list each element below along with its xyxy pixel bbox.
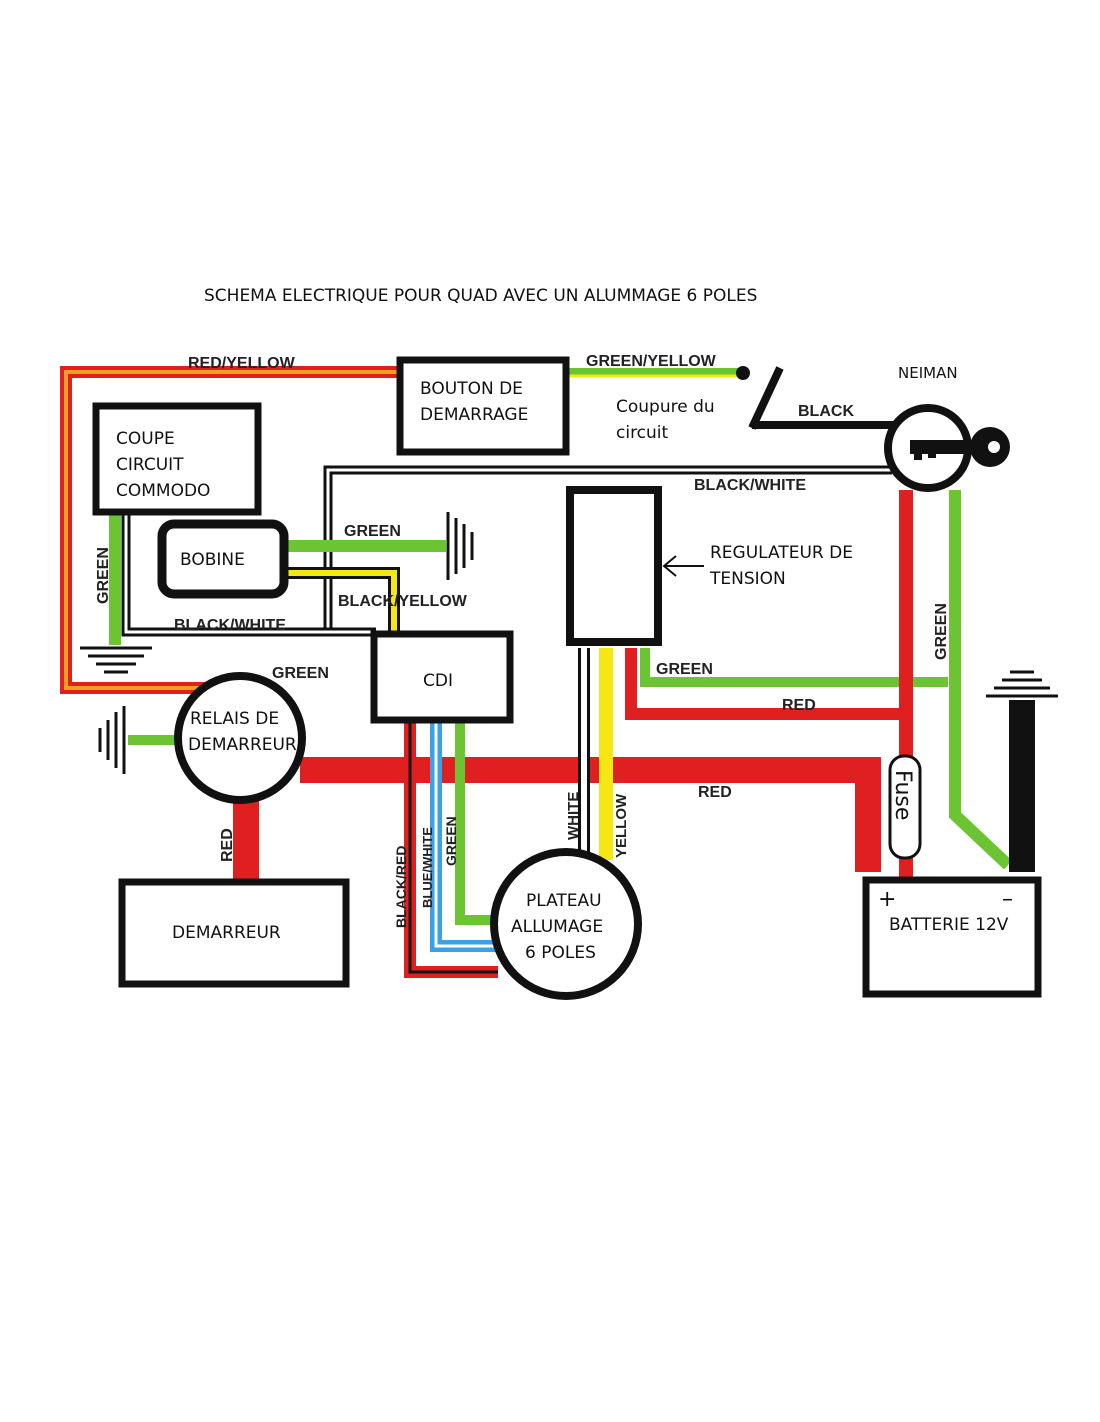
label-red-main: RED <box>698 784 732 801</box>
arrow-left-icon <box>662 555 704 577</box>
cdi-plateau-wires <box>404 722 498 978</box>
label-green-yellow: GREEN/YELLOW <box>586 353 717 370</box>
label-red-yellow: RED/YELLOW <box>188 355 296 372</box>
coupe-circuit-box <box>92 402 262 516</box>
relais-demarreur-circle <box>174 672 306 804</box>
neiman-label: NEIMAN <box>898 364 958 382</box>
plateau-label-1: PLATEAU <box>526 891 602 911</box>
label-green-cdi: GREEN <box>443 816 459 866</box>
regulateur-label-2: TENSION <box>709 569 786 589</box>
key-icon <box>910 427 1010 467</box>
coupure-switch-arm <box>748 366 784 430</box>
ground-icon <box>446 512 474 580</box>
label-black: BLACK <box>798 403 854 420</box>
label-red-demarreur: RED <box>219 828 236 862</box>
coupe-label-3: COMMODO <box>116 481 210 501</box>
regulateur-box <box>566 486 662 646</box>
fuse-label: Fuse <box>890 770 915 820</box>
coupure-label-1: Coupure du <box>616 397 715 417</box>
ground-icon <box>80 646 152 674</box>
bobine-box <box>157 519 289 599</box>
diagram-title: SCHEMA ELECTRIQUE POUR QUAD AVEC UN ALUM… <box>204 286 757 306</box>
regulateur-label-1: REGULATEUR DE <box>710 543 853 563</box>
green-yellow-wire <box>568 366 750 380</box>
green-wire-neiman <box>949 490 1013 870</box>
label-yellow: YELLOW <box>613 793 630 858</box>
coupure-label-2: circuit <box>616 423 669 443</box>
red-main-wire <box>300 757 881 872</box>
plateau-allumage-circle <box>490 848 642 1000</box>
label-blue-white: BLUE/WHITE <box>420 827 435 908</box>
ground-icon <box>98 706 126 774</box>
label-white: WHITE <box>565 792 582 840</box>
demarreur-label: DEMARREUR <box>172 923 281 943</box>
label-green-relais: GREEN <box>272 665 329 682</box>
label-green-right: GREEN <box>933 603 950 660</box>
bobine-label: BOBINE <box>180 550 245 570</box>
plateau-label-3: 6 POLES <box>525 943 596 963</box>
relais-label-1: RELAIS DE <box>190 709 279 729</box>
batterie-plus: + <box>878 887 896 912</box>
cdi-box <box>370 630 514 724</box>
bouton-label-1: BOUTON DE <box>420 379 523 399</box>
coupe-label-1: COUPE <box>116 429 175 449</box>
black-yellow-wire <box>282 567 400 632</box>
relais-label-2: DEMARREUR <box>188 735 297 755</box>
label-black-red: BLACK/RED <box>393 846 409 928</box>
label-red-regulator: RED <box>782 697 816 714</box>
label-black-white-top: BLACK/WHITE <box>694 477 806 494</box>
regulator-wires <box>578 648 948 860</box>
bouton-demarrage-box <box>396 356 570 456</box>
batterie-minus: – <box>1002 887 1013 912</box>
ground-icon <box>986 670 1058 698</box>
cdi-label: CDI <box>423 671 453 691</box>
coupe-label-2: CIRCUIT <box>116 455 184 475</box>
label-green-left: GREEN <box>95 547 112 604</box>
batterie-box <box>862 876 1042 998</box>
label-black-white-bottom: BLACK/WHITE <box>174 617 286 634</box>
label-green-bobine: GREEN <box>344 523 401 540</box>
red-yellow-wire <box>60 366 402 694</box>
bouton-label-2: DEMARRAGE <box>420 405 528 425</box>
label-green-regulator: GREEN <box>656 661 713 678</box>
label-black-yellow: BLACK/YELLOW <box>338 593 468 610</box>
plateau-label-2: ALLUMAGE <box>511 917 603 937</box>
batterie-label: BATTERIE 12V <box>889 915 1009 935</box>
fuse-box <box>888 754 922 860</box>
demarreur-box <box>118 878 350 988</box>
